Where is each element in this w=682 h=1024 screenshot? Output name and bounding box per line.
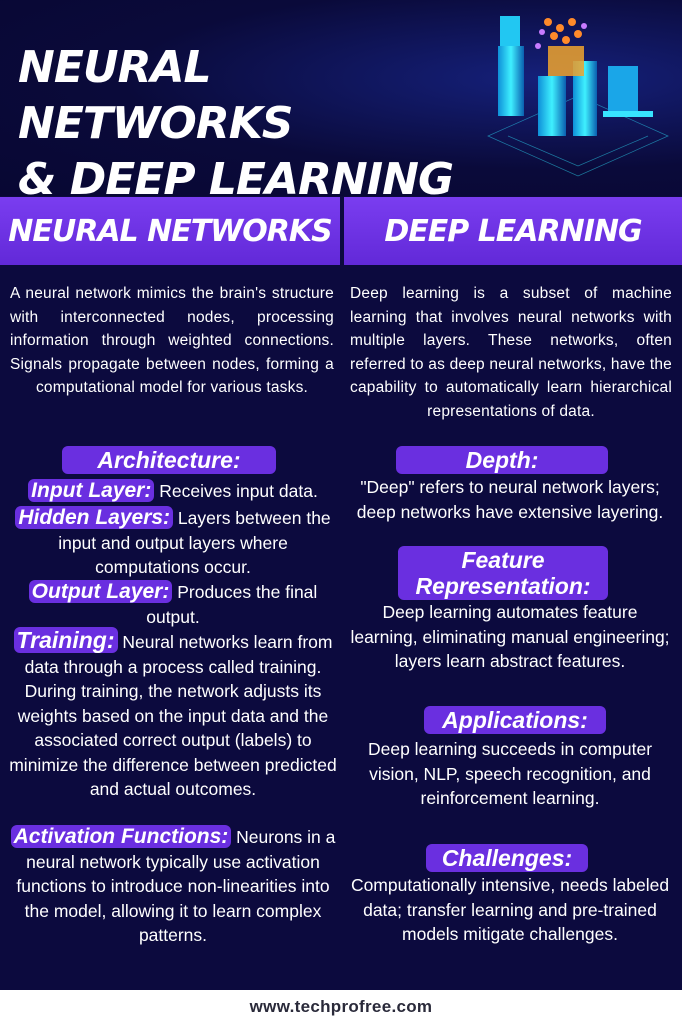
header-banner: Neural Networks & Deep Learning bbox=[0, 0, 682, 205]
deep-learning-intro: Deep learning is a subset of machine lea… bbox=[350, 285, 672, 420]
title-line-2: & Deep Learning bbox=[18, 154, 454, 205]
applications-label: Applications: bbox=[424, 706, 606, 734]
architecture-label: Architecture: bbox=[62, 446, 276, 474]
challenges-label: Challenges: bbox=[426, 844, 588, 872]
deep-learning-heading: Deep Learning bbox=[344, 197, 682, 265]
depth-text: "Deep" refers to neural network layers; … bbox=[356, 477, 664, 522]
output-layer-text: Produces the final output. bbox=[146, 582, 318, 627]
activation-functions-item: Activation Functions: Neurons in a neura… bbox=[8, 825, 338, 948]
training-text: Neural networks learn from data through … bbox=[9, 632, 337, 799]
feature-representation-label: Feature Representation: bbox=[398, 546, 608, 600]
output-layer-term: Output Layer: bbox=[28, 580, 173, 603]
input-layer-text: Receives input data. bbox=[159, 481, 318, 501]
website-url[interactable]: www.techprofree.com bbox=[249, 997, 433, 1016]
hidden-layers-term: Hidden Layers: bbox=[15, 506, 174, 529]
hidden-layers-text: Layers between the input and output laye… bbox=[58, 508, 331, 577]
page-title: Neural Networks & Deep Learning bbox=[18, 40, 488, 208]
feature-label-line1: Feature bbox=[461, 547, 545, 573]
title-line-1: Neural Networks bbox=[18, 42, 294, 149]
training-term: Training: bbox=[13, 627, 118, 653]
hidden-layers-item: Hidden Layers: Layers between the input … bbox=[8, 506, 338, 580]
footer-bar: www.techprofree.com bbox=[0, 990, 682, 1024]
neural-networks-intro: A neural network mimics the brain's stru… bbox=[10, 285, 334, 396]
training-item: Training: Neural networks learn from dat… bbox=[8, 627, 338, 802]
depth-label: Depth: bbox=[396, 446, 608, 474]
input-layer-term: Input Layer: bbox=[28, 479, 155, 502]
output-layer-item: Output Layer: Produces the final output. bbox=[8, 580, 338, 629]
activation-functions-text: Neurons in a neural network typically us… bbox=[16, 827, 336, 945]
challenges-text: Computationally intensive, needs labeled… bbox=[350, 875, 670, 944]
feature-representation-text: Deep learning automates feature learning… bbox=[350, 602, 670, 671]
applications-text: Deep learning succeeds in computer visio… bbox=[367, 739, 653, 808]
neural-networks-heading: Neural Networks bbox=[0, 197, 340, 265]
activation-functions-term: Activation Functions: bbox=[10, 825, 232, 848]
feature-label-line2: Representation: bbox=[415, 573, 591, 599]
input-layer-item: Input Layer: Receives input data. bbox=[8, 479, 338, 504]
server-network-illustration bbox=[487, 16, 669, 177]
